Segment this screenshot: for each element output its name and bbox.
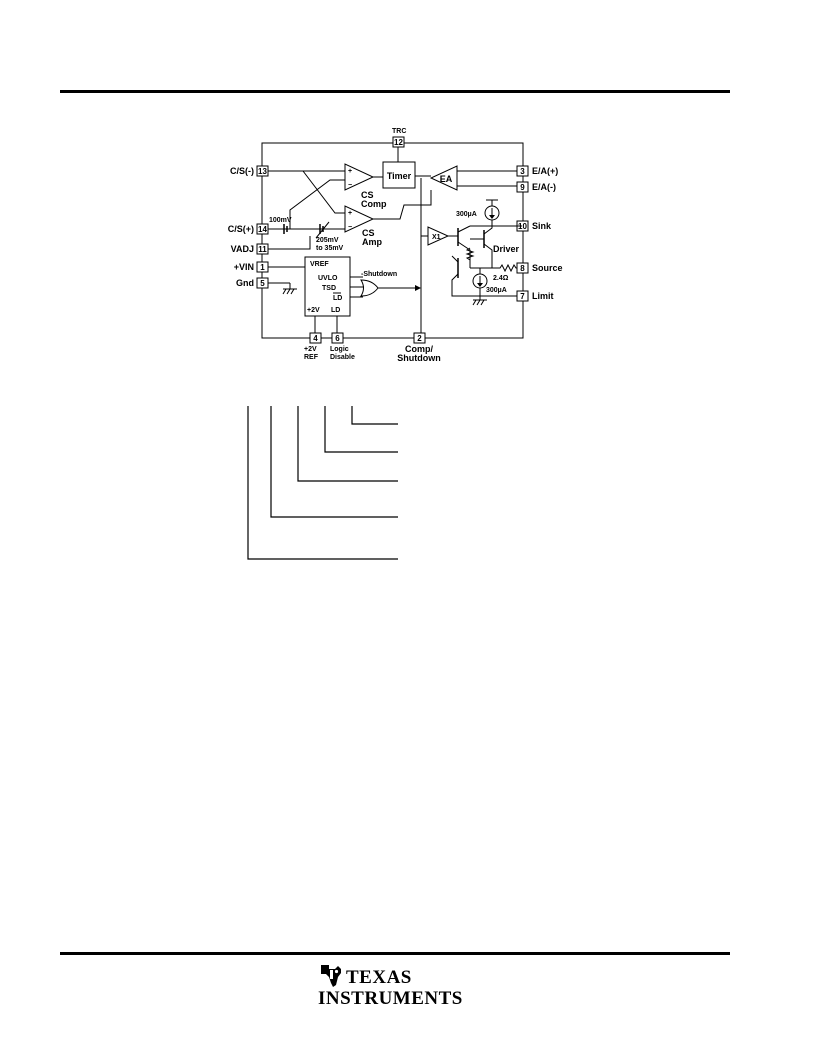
pin-13-number: 13 [258, 167, 267, 176]
ld-label: LD [331, 307, 340, 314]
leader-1 [351, 406, 398, 425]
pin-10-label: Sink [532, 221, 552, 231]
transistor-q1-collector [457, 225, 471, 233]
pin-14-label: C/S(+) [228, 224, 254, 234]
pin-11-number: 11 [258, 245, 267, 254]
pin-4-number: 4 [313, 334, 318, 343]
pin-2-number: 2 [417, 334, 422, 343]
source-resistor [470, 263, 517, 273]
texas-instruments-logo: TEXAS INSTRUMENTS [318, 963, 468, 1015]
pin-3-number: 3 [520, 167, 525, 176]
pin-9-number: 9 [520, 183, 525, 192]
ground-tick-2b [476, 299, 481, 306]
transistor-q2-emitter [483, 243, 493, 268]
pin-1-label: +VIN [234, 262, 254, 272]
cs-comp-label-1: CS [361, 190, 374, 200]
or-gate [360, 279, 379, 297]
cs-comp-label-2: Comp [361, 199, 387, 209]
transistor-q2-collector [483, 226, 493, 235]
vadj-wire [268, 236, 311, 250]
pin-14-number: 14 [258, 225, 267, 234]
pin-8-number: 8 [520, 264, 525, 273]
cs-amp-amplifier [344, 205, 375, 233]
pin-3-label: E/A(+) [532, 166, 558, 176]
ea-amplifier [429, 165, 458, 191]
pin-11-label: VADJ [231, 244, 254, 254]
pin-5-number: 5 [260, 279, 265, 288]
cs-comp-plus: + [348, 168, 352, 175]
pin-5-label: Gnd [236, 278, 254, 288]
logo-text-line-1: TEXAS [346, 967, 412, 988]
pin-7-number: 7 [520, 292, 525, 301]
driver-resistor [465, 247, 475, 261]
leader-3 [297, 406, 398, 482]
cs-comp-minus: − [348, 182, 352, 189]
mv100-label: 100mV [269, 217, 292, 224]
ground-tick-1c [290, 288, 295, 295]
leader-5 [247, 406, 398, 560]
uvlo-label: UVLO [318, 275, 338, 282]
adj-label-1: 205mV [316, 237, 339, 244]
v2-label: +2V [307, 307, 320, 314]
pin-13-label: C/S(-) [230, 166, 254, 176]
shutdown-label: -Shutdown [361, 271, 397, 278]
tsd-label: TSD [322, 285, 336, 292]
pin-6-label-1: Logic [330, 346, 349, 353]
current-source-bottom-arrowhead [477, 283, 483, 287]
footer-rule [60, 952, 730, 955]
current-source-top-label: 300µA [456, 211, 477, 218]
pin-10-number: 10 [518, 222, 527, 231]
pin-2-box [413, 332, 426, 344]
pin-2-label-2: Shutdown [397, 353, 441, 363]
pin-12-label: TRC [392, 128, 406, 135]
current-source-top-arrowhead [489, 215, 495, 219]
cs-comp-amplifier [344, 163, 375, 191]
resistor-label: 2.4Ω [493, 275, 509, 282]
pin-1-number: 1 [260, 263, 265, 272]
timer-label: Timer [387, 171, 412, 181]
pin-8-label: Source [532, 263, 563, 273]
transistor-q3-collector [451, 255, 459, 263]
ld-bar-label: LD [333, 295, 342, 302]
header-rule [60, 90, 730, 93]
cs-amp-label-2: Amp [362, 237, 383, 247]
x1-label: X1 [432, 234, 441, 241]
vref-label: VREF [310, 261, 329, 268]
pin-7-label: Limit [532, 291, 554, 301]
ground-tick-1b [286, 288, 291, 295]
pin-9-label: E/A(-) [532, 182, 556, 192]
transistor-q1-emitter [457, 241, 471, 268]
shutdown-arrow [415, 285, 421, 291]
cs-amp-plus: + [348, 210, 352, 217]
leader-2 [324, 406, 398, 453]
pin-12-number: 12 [394, 138, 403, 147]
cs-amp-label-1: CS [362, 228, 375, 238]
pin-4-label-1: +2V [304, 346, 317, 353]
cross-wire-1 [302, 170, 345, 214]
pin-6-number: 6 [335, 334, 340, 343]
adj-arrow [315, 221, 330, 239]
pin-9-box [516, 181, 529, 193]
leader-4 [270, 406, 398, 518]
ground-tick-2c [480, 299, 485, 306]
pin-4-label-2: REF [304, 354, 319, 361]
adj-label-2: to 35mV [316, 245, 344, 252]
cross-wire-2 [289, 179, 345, 229]
amp-to-ea-wire [373, 190, 432, 220]
timer-block [382, 161, 416, 189]
logo-text-line-2: INSTRUMENTS [318, 988, 463, 1009]
current-source-bottom-label: 300µA [486, 287, 507, 294]
ground-tick-1a [282, 288, 287, 295]
pin-2-label-1: Comp/ [405, 344, 433, 354]
pin-6-label-2: Disable [330, 354, 355, 361]
driver-label: Driver [493, 244, 520, 254]
ground-tick-2a [472, 299, 477, 306]
ti-map-icon [321, 965, 341, 987]
limit-wire [451, 273, 517, 297]
ea-label: EA [440, 174, 453, 184]
cs-amp-minus: − [348, 224, 352, 231]
